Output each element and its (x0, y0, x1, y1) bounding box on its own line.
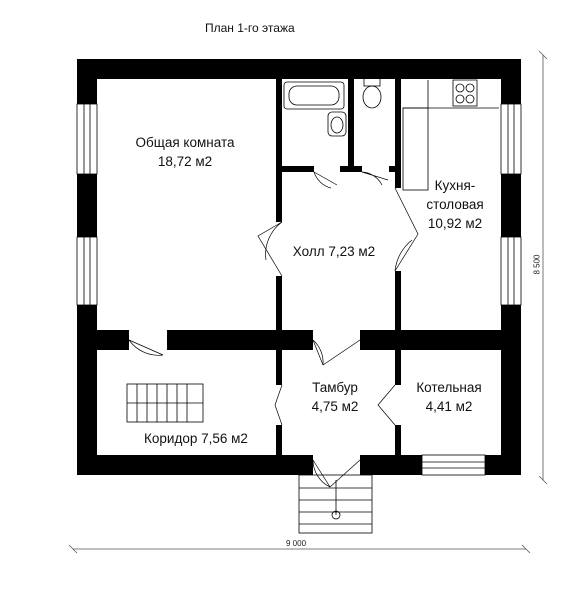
window-bottom (421, 454, 486, 476)
room-vestibule-area: 4,75 м2 (311, 399, 359, 414)
room-vestibule-name: Тамбур (312, 380, 358, 395)
room-living-area: 18,72 м2 (157, 154, 213, 169)
room-boiler: Котельная 4,41 м2 (400, 378, 498, 416)
interior-walls (97, 79, 521, 455)
dimension-lines (68, 50, 548, 554)
dimension-height: 8 500 (532, 254, 542, 275)
room-boiler-area: 4,41 м2 (425, 399, 473, 414)
room-hall: Холл 7,23 м2 (292, 244, 376, 259)
room-kitchen-area: 10,92 м2 (427, 216, 483, 231)
doors (128, 171, 419, 488)
window-right-1 (500, 103, 522, 175)
kitchen-fixtures (402, 79, 499, 191)
bathroom-fixtures (283, 75, 382, 137)
room-kitchen-name-1: Кухня- (434, 178, 476, 193)
window-left-2 (76, 236, 98, 306)
room-kitchen-name-2: столовая (426, 197, 484, 212)
room-vestibule: Тамбур 4,75 м2 (290, 378, 380, 416)
room-living-name: Общая комната (135, 135, 235, 150)
window-left-1 (76, 103, 98, 175)
room-boiler-name: Котельная (416, 380, 482, 395)
stove (452, 79, 478, 107)
room-kitchen: Кухня- столовая 10,92 м2 (415, 176, 495, 233)
window-right-2 (500, 236, 522, 306)
staircase (126, 383, 204, 423)
entrance-steps (298, 474, 373, 534)
windows (76, 103, 522, 476)
room-living: Общая комната 18,72 м2 (110, 133, 260, 171)
dimension-width: 9 000 (286, 539, 307, 548)
room-corridor: Коридор 7,56 м2 (144, 431, 248, 446)
bathtub (283, 81, 345, 110)
sink (327, 111, 347, 137)
plan-title: План 1-го этажа (205, 21, 295, 35)
